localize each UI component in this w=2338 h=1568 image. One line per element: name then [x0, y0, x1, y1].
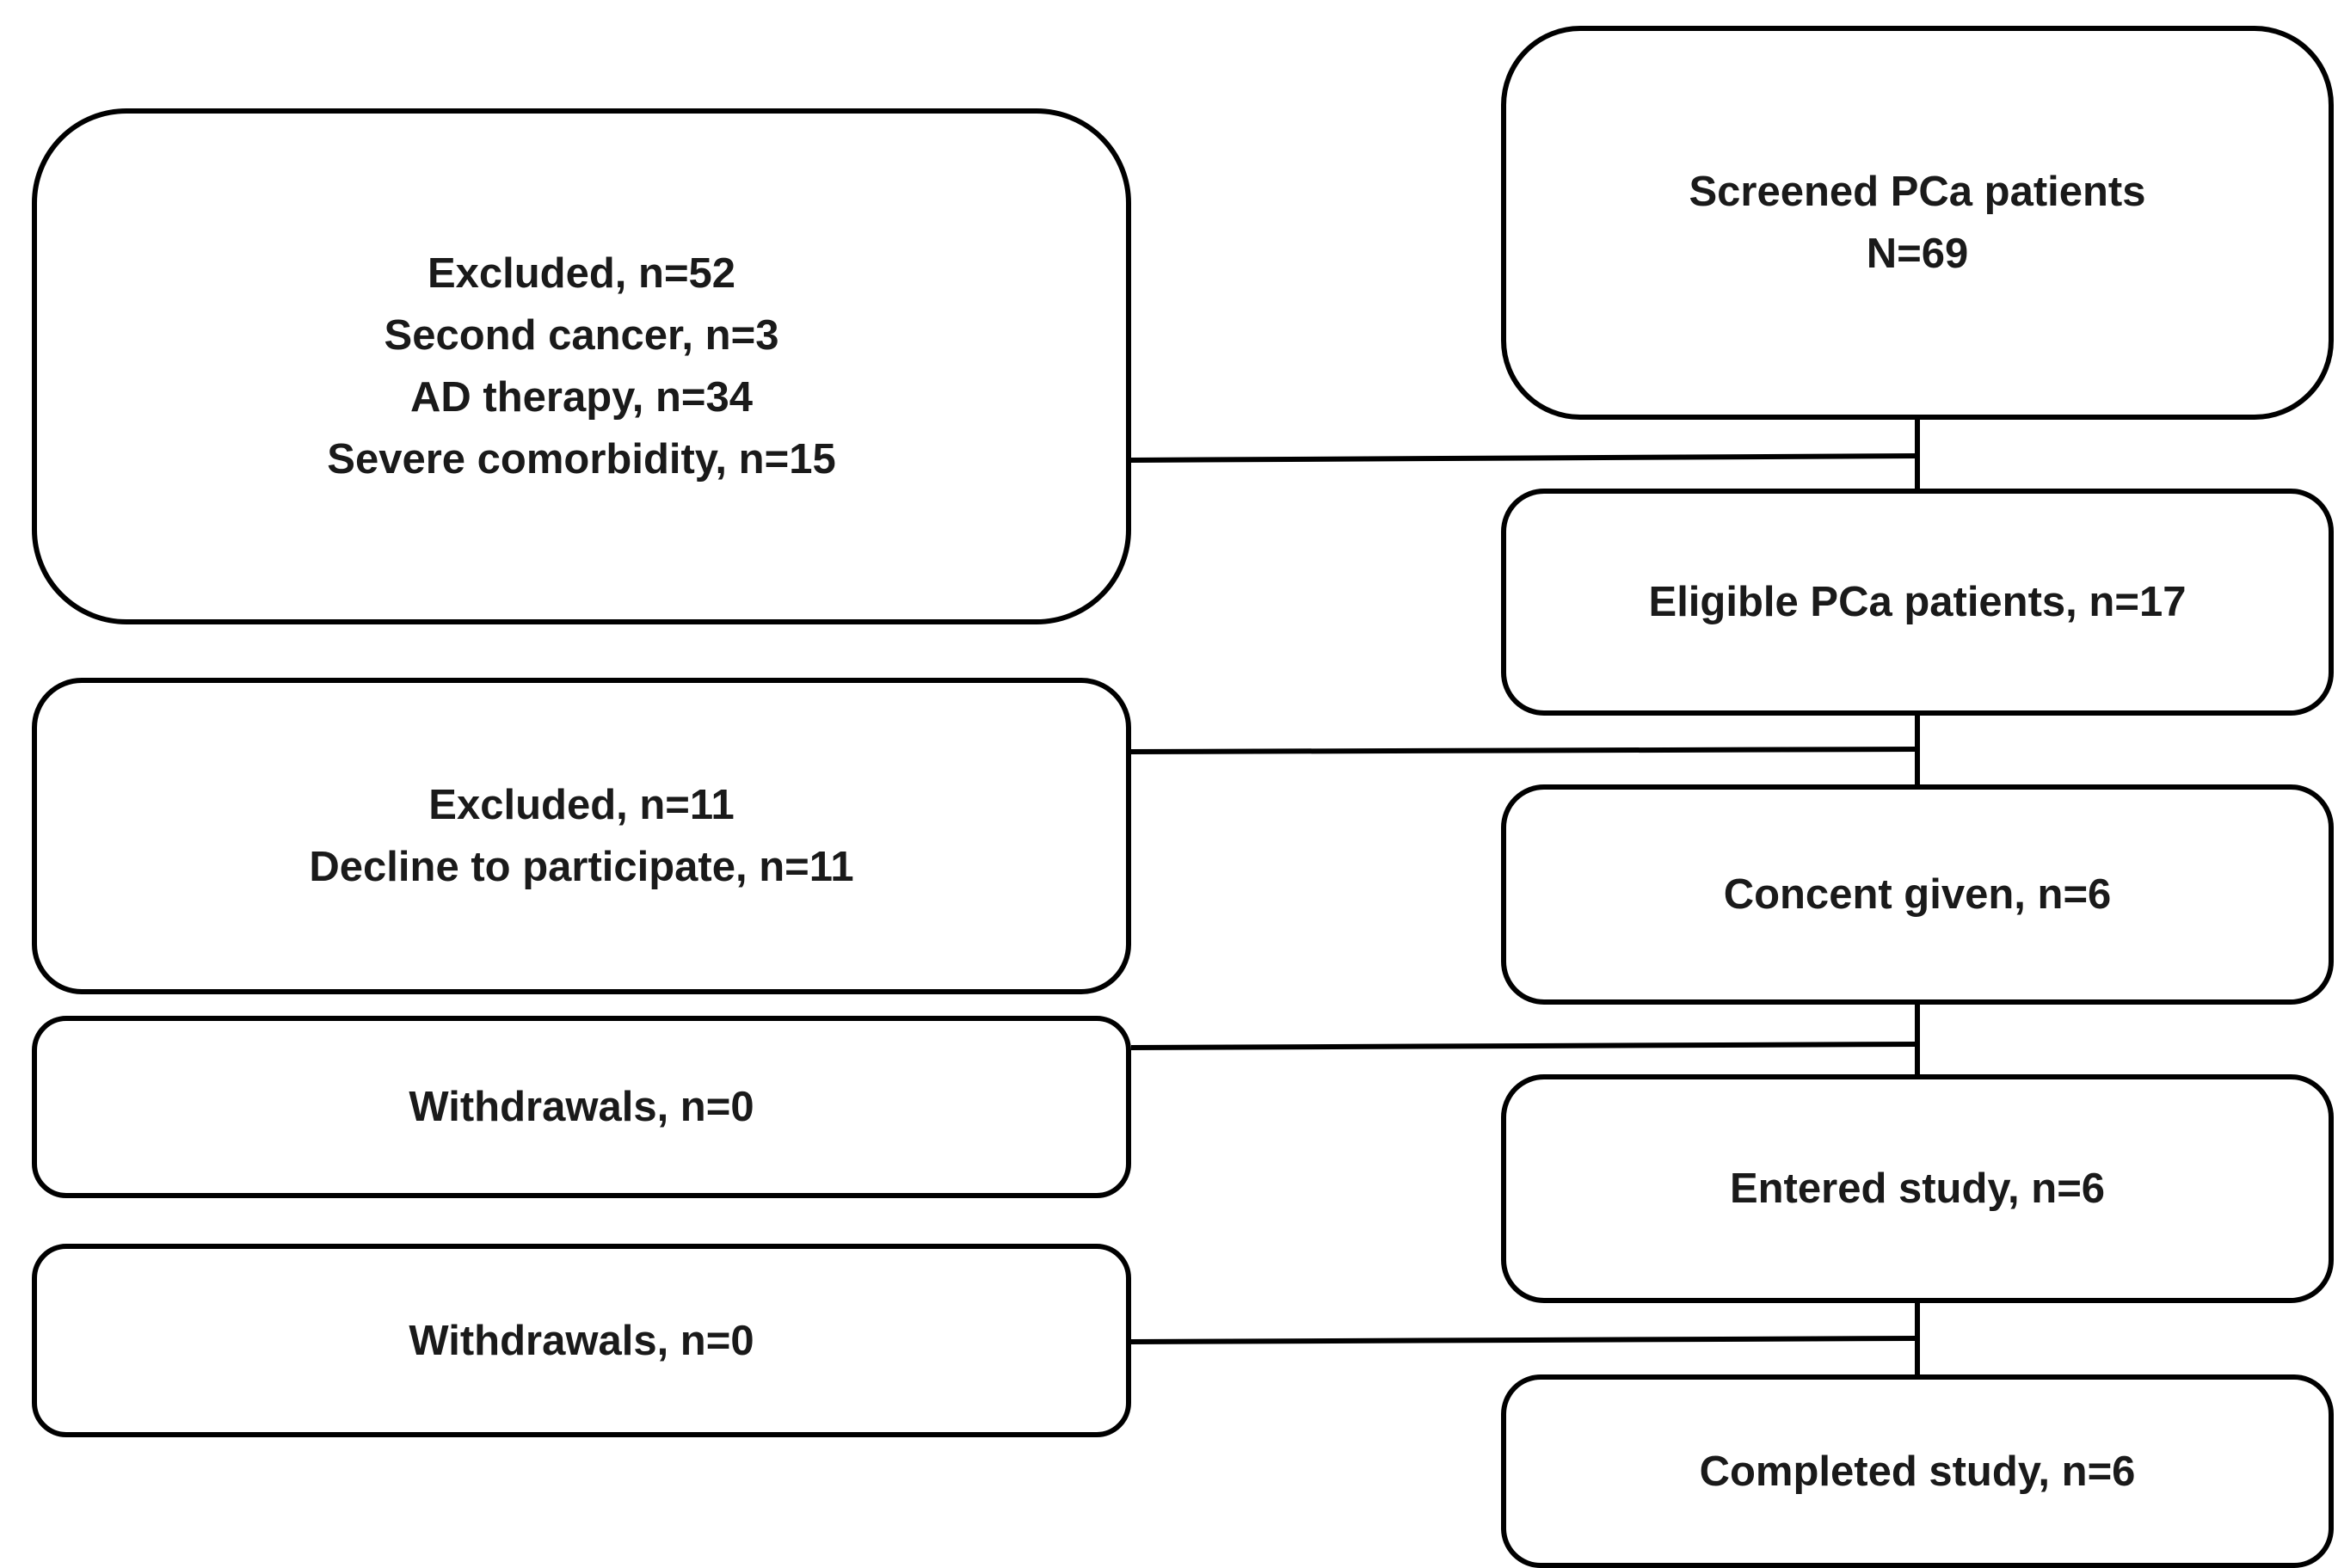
entered-label: Entered study, n=6	[1729, 1165, 2106, 1212]
entered-box: Entered study, n=6	[1501, 1074, 2334, 1303]
ad-therapy-text: AD therapy, n=34	[409, 374, 754, 421]
withdrawals-text: Withdrawals, n=0	[409, 1317, 754, 1364]
eligible-box: Eligible PCa patients, n=17	[1501, 489, 2334, 716]
eligible-label: Eligible PCa patients, n=17	[1648, 579, 2187, 625]
withdrawals-entry-box: Withdrawals, n=0	[32, 1016, 1131, 1198]
branch-excluded-consent	[1130, 747, 1918, 754]
branch-withdrawals-entry	[1130, 1042, 1918, 1050]
excluded-initial-box: Excluded, n=52 Second cancer, n=3 AD the…	[32, 108, 1131, 624]
branch-withdrawals-completion	[1130, 1336, 1918, 1344]
consent-box: Concent given, n=6	[1501, 784, 2334, 1005]
withdrawals-completion-box: Withdrawals, n=0	[32, 1244, 1131, 1437]
consent-label: Concent given, n=6	[1723, 871, 2112, 918]
screened-count: N=69	[1866, 231, 1969, 277]
branch-excluded-initial	[1130, 453, 1918, 463]
decline-text: Decline to participate, n=11	[309, 844, 854, 890]
completed-box: Completed study, n=6	[1501, 1374, 2334, 1568]
excluded-total-text: Excluded, n=11	[428, 782, 735, 828]
second-cancer-text: Second cancer, n=3	[384, 312, 779, 359]
severe-comorbidity-text: Severe comorbidity, n=15	[327, 436, 836, 483]
excluded-total-text: Excluded, n=52	[427, 250, 736, 297]
screened-label: Screened PCa patients	[1689, 169, 2146, 215]
withdrawals-text: Withdrawals, n=0	[409, 1084, 754, 1130]
completed-label: Completed study, n=6	[1699, 1448, 2136, 1495]
screened-box: Screened PCa patients N=69	[1501, 26, 2334, 420]
excluded-consent-box: Excluded, n=11 Decline to participate, n…	[32, 678, 1131, 994]
